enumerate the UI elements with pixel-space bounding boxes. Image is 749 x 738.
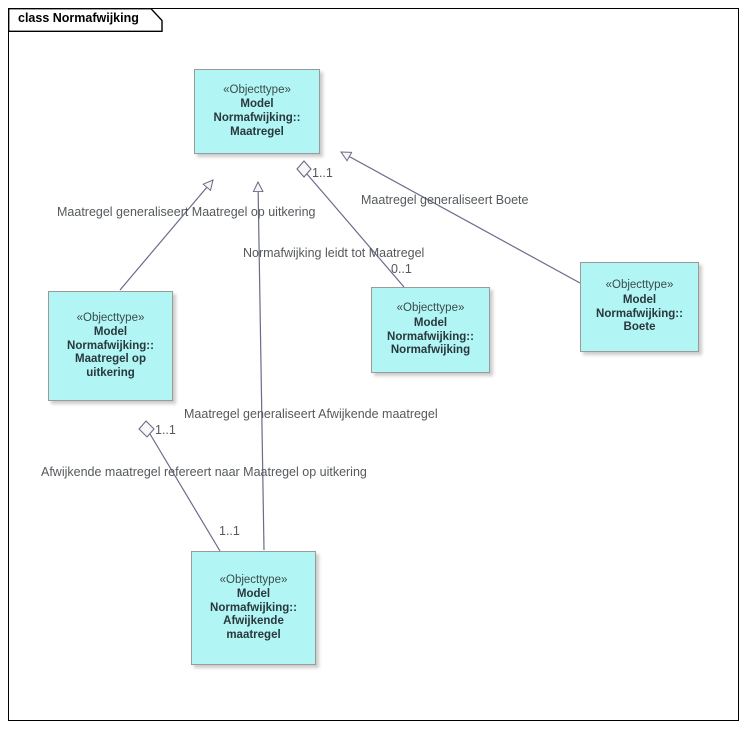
connector-label-assoc-normafwijking-maatregel: Normafwijking leidt tot Maatregel — [243, 246, 425, 260]
multiplicity-maatregel-bottom-right: 1..1 — [312, 166, 333, 180]
class-name-line: Normafwijking:: — [213, 112, 301, 124]
class-name-line: Normafwijking:: — [596, 307, 683, 320]
class-name-line: Model — [93, 326, 128, 339]
connector-label-gen-boete: Maatregel generaliseert Boete — [361, 193, 529, 207]
class-name-line: Normafwijking:: — [210, 601, 297, 614]
multiplicity-maatregel-op-uitkering-bottom: 1..1 — [155, 423, 176, 437]
page-title: class Normafwijking — [18, 11, 139, 25]
class-name-line: Maatregel op — [75, 353, 146, 366]
class-box-maatregel[interactable]: «Objecttype» Model Normafwijking:: Maatr… — [194, 69, 320, 154]
class-stereotype: «Objecttype» — [76, 311, 145, 324]
diagram-frame — [8, 8, 739, 721]
multiplicity-afwijkende-maatregel-top: 1..1 — [219, 524, 240, 538]
title-tab-shape — [8, 8, 163, 32]
class-box-boete[interactable]: «Objecttype» Model Normafwijking:: Boete — [580, 262, 699, 352]
class-name-line: Model — [622, 293, 657, 306]
class-name-line: Model — [236, 588, 271, 601]
class-name-line: Maatregel — [230, 125, 284, 138]
class-name-line: Normafwijking — [390, 344, 471, 357]
class-stereotype: «Objecttype» — [219, 573, 288, 586]
class-box-maatregel-op-uitkering[interactable]: «Objecttype» Model Normafwijking:: Maatr… — [48, 291, 173, 401]
class-name-line: Afwijkende — [223, 615, 284, 628]
class-name-line: Model — [240, 98, 274, 111]
class-box-afwijkende-maatregel[interactable]: «Objecttype» Model Normafwijking:: Afwij… — [191, 551, 316, 665]
multiplicity-normafwijking-top: 0..1 — [391, 262, 412, 276]
class-name-line: uitkering — [86, 366, 135, 379]
class-name-line: Normafwijking:: — [387, 330, 474, 343]
class-stereotype: «Objecttype» — [223, 83, 291, 96]
class-stereotype: «Objecttype» — [605, 279, 674, 292]
class-name-line: Boete — [623, 321, 656, 334]
connector-label-assoc-afwijkende-refereert: Afwijkende maatregel refereert naar Maat… — [41, 465, 367, 479]
class-name-line: maatregel — [226, 628, 281, 641]
class-name-line: Normafwijking:: — [67, 339, 154, 352]
class-box-normafwijking[interactable]: «Objecttype» Model Normafwijking:: Norma… — [371, 287, 490, 373]
connector-label-gen-afwijkende-maatregel: Maatregel generaliseert Afwijkende maatr… — [184, 407, 438, 421]
connector-label-gen-maatregel-op-uitkering: Maatregel generaliseert Maatregel op uit… — [57, 205, 316, 219]
class-name-line: Model — [413, 316, 448, 329]
class-stereotype: «Objecttype» — [396, 302, 465, 315]
